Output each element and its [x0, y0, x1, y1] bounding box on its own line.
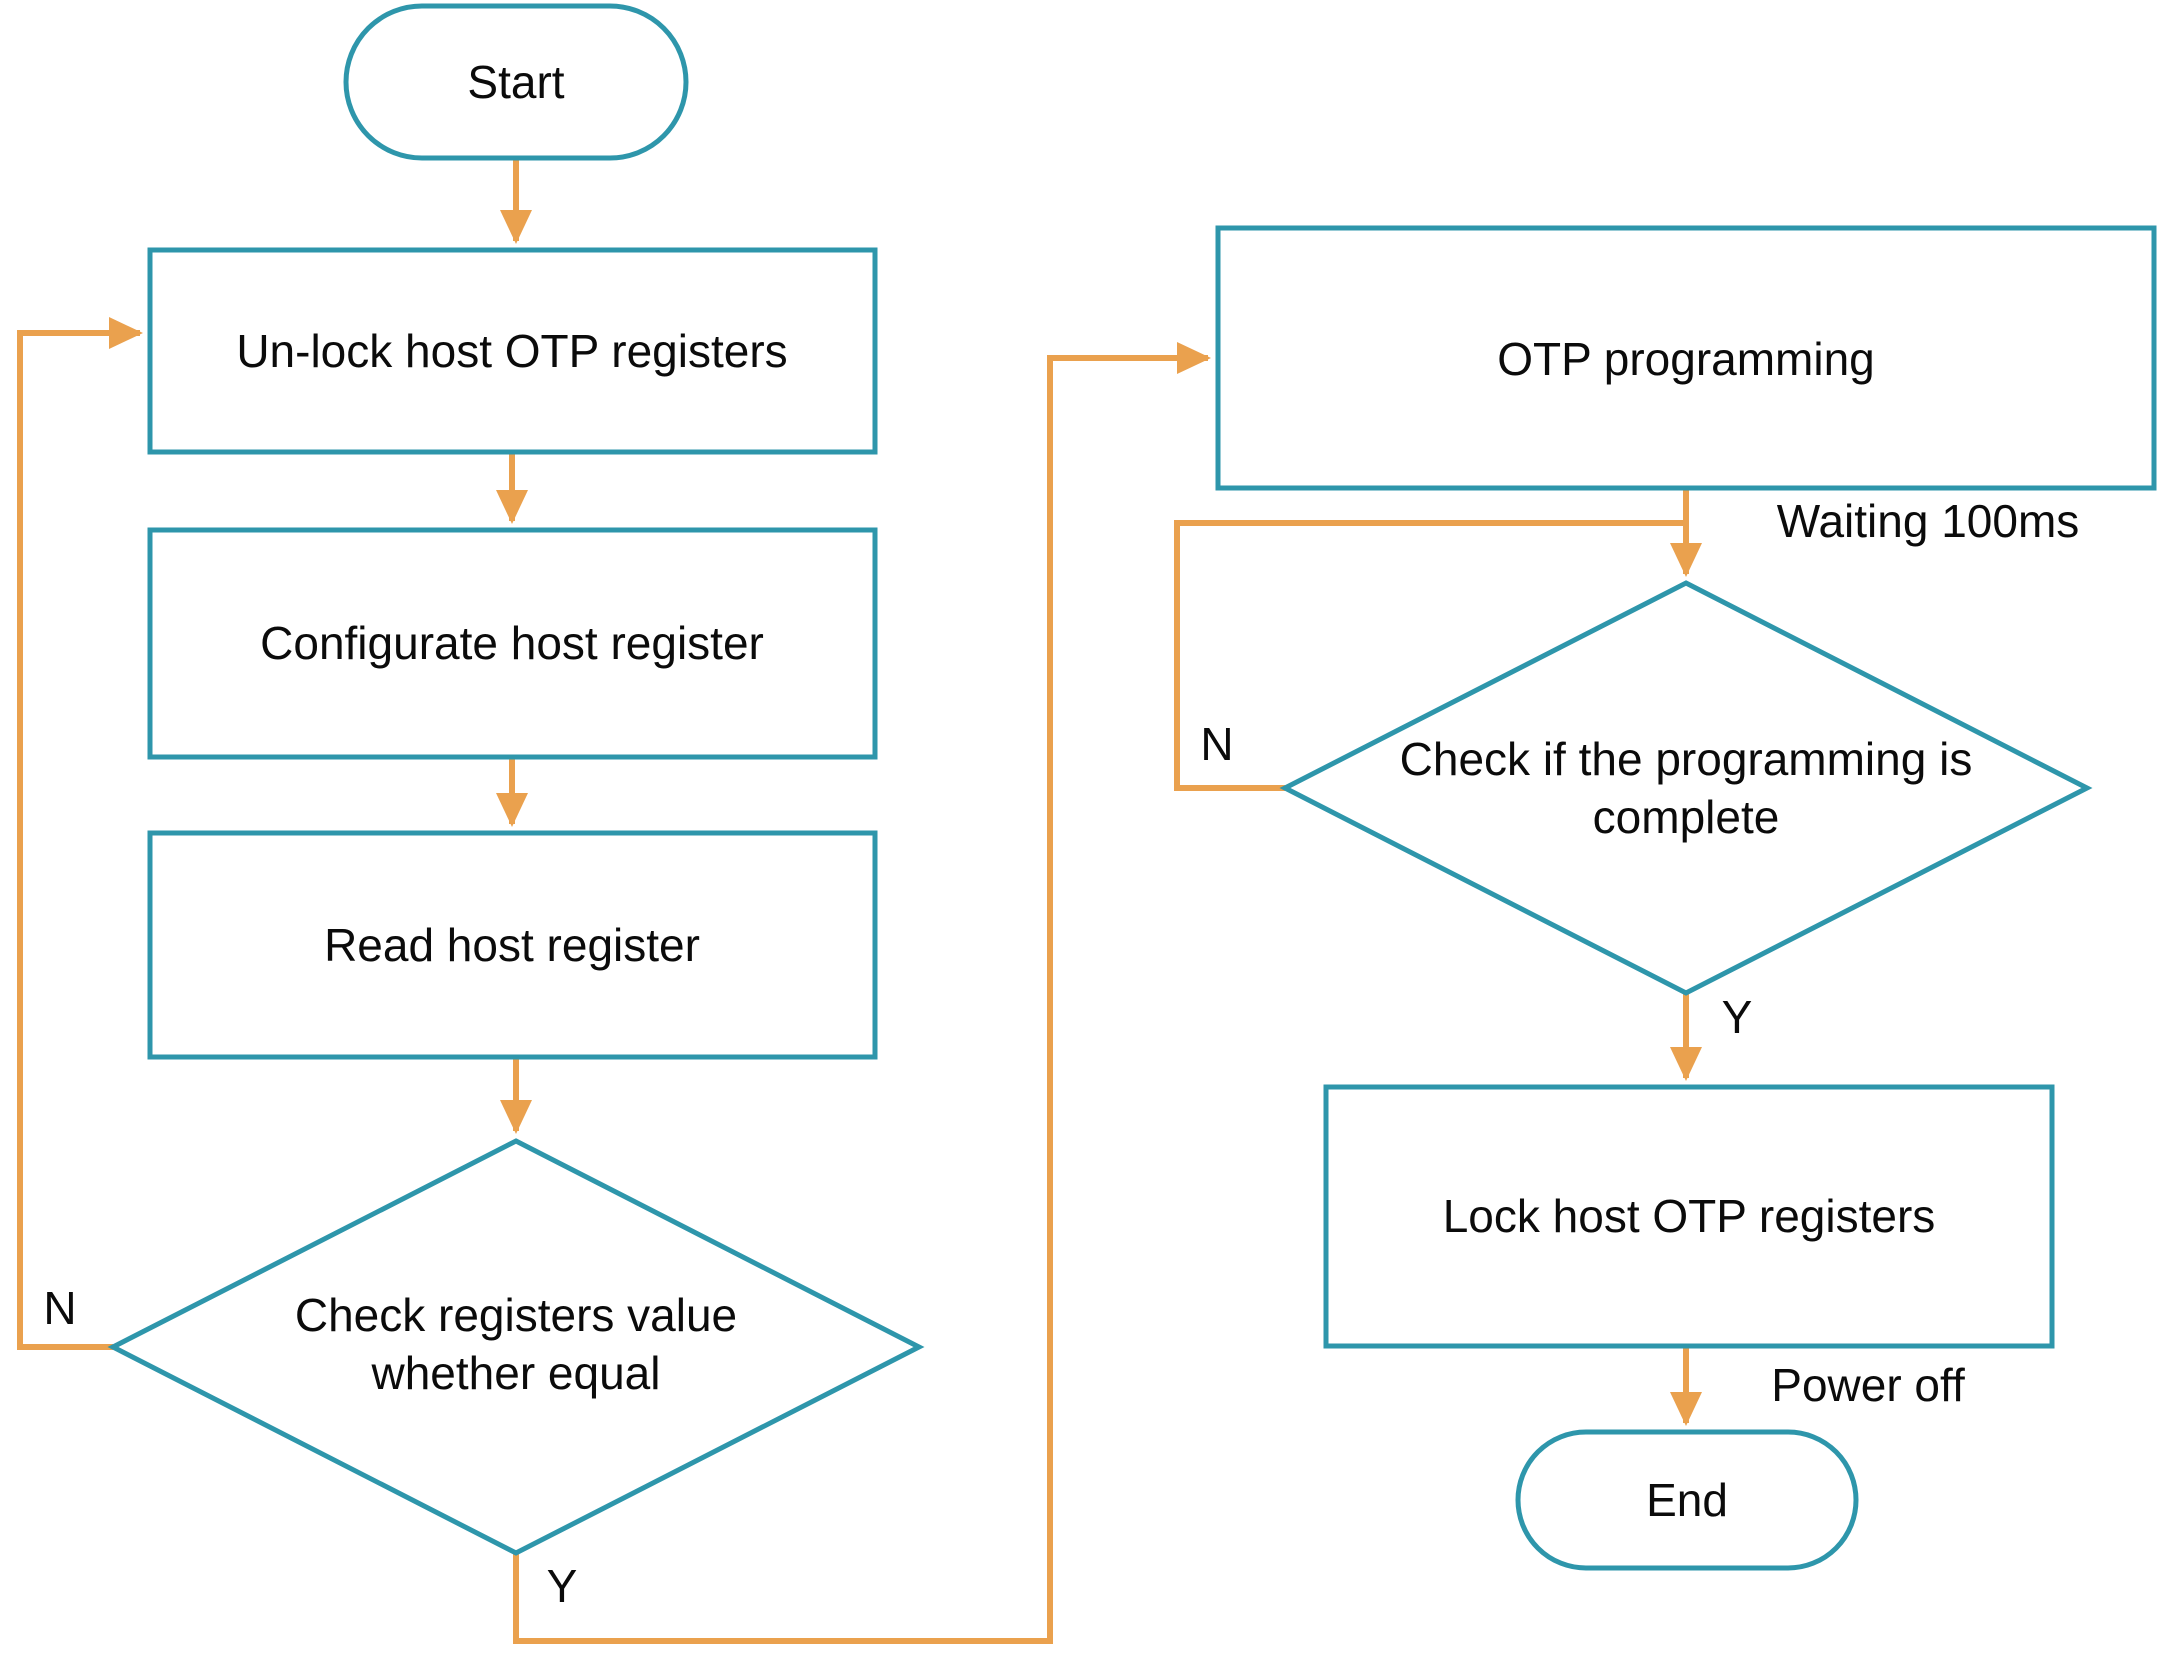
check-equal-decision-label: Check registers value whether equal: [294, 1289, 738, 1399]
otp-programming-node-label: OTP programming: [1497, 333, 1875, 386]
edge-check-complete-no-loop: [1174, 520, 1689, 791]
unlock-node-shape: [147, 247, 878, 455]
end-node-shape: [1515, 1429, 1859, 1571]
read-node-shape: [147, 830, 878, 1060]
unlock-node-label: Un-lock host OTP registers: [236, 325, 788, 378]
edge-check-equal-yes-to-otp: [513, 342, 1211, 1644]
configurate-node-label: Configurate host register: [260, 617, 764, 670]
read-node-label: Read host register: [324, 919, 700, 972]
check-complete-no-label: N: [1200, 718, 1234, 770]
waiting-100ms-label: Waiting 100ms: [1776, 495, 2080, 547]
check-complete-yes-label: Y: [1721, 991, 1753, 1043]
otp-programming-node-shape: [1215, 225, 2157, 491]
start-node-label: Start: [467, 56, 565, 109]
lock-node-shape: [1323, 1084, 2055, 1349]
lock-node-label: Lock host OTP registers: [1442, 1190, 1936, 1243]
check-equal-no-label: N: [43, 1282, 77, 1334]
check-equal-yes-label: Y: [546, 1560, 578, 1612]
check-equal-decision-shape: [107, 1138, 925, 1556]
end-node-label: End: [1646, 1474, 1728, 1527]
configurate-node-shape: [147, 527, 878, 760]
start-node-shape: [343, 3, 689, 161]
check-complete-decision-label: Check if the programming is complete: [1399, 733, 1973, 843]
check-complete-decision-shape: [1279, 580, 2093, 996]
power-off-label: Power off: [1771, 1359, 1965, 1411]
edge-check-equal-no-loop: [17, 317, 143, 1350]
